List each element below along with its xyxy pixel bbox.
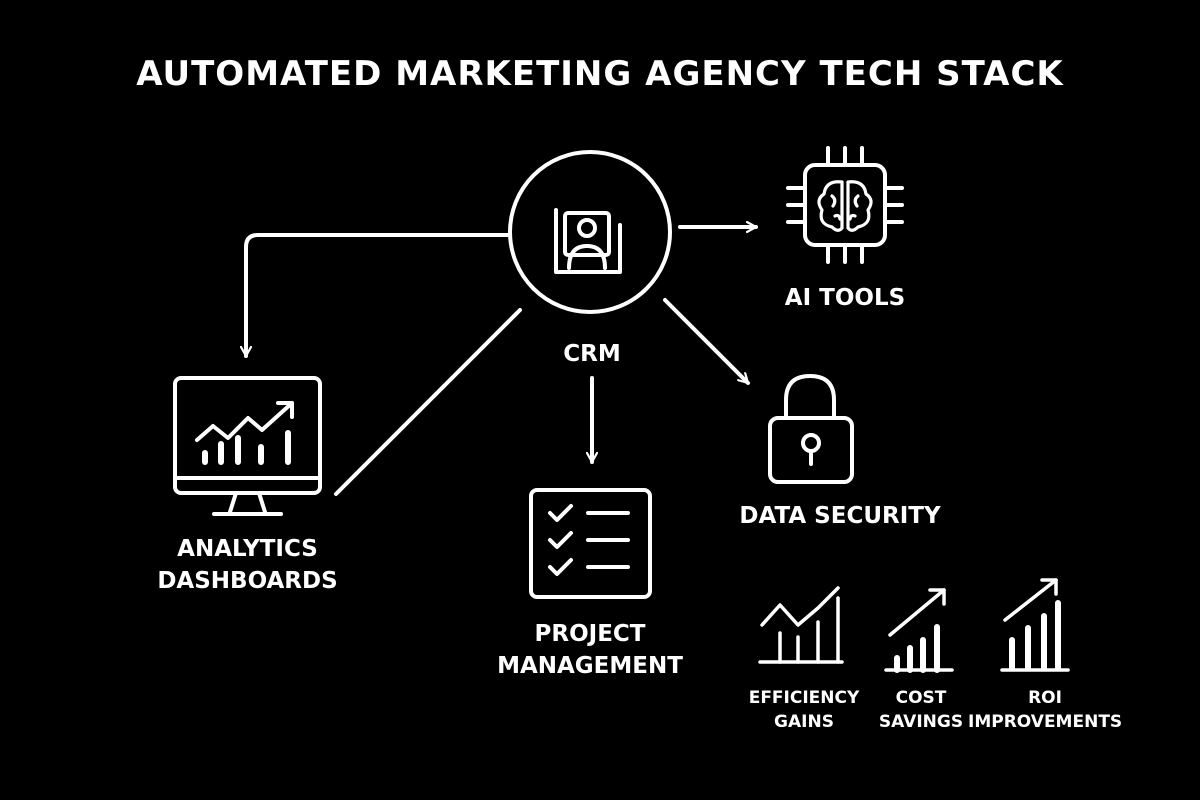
roi-chart-icon <box>1000 578 1070 672</box>
project-label-line-1: PROJECT <box>534 621 646 647</box>
analytics-dashboards-label: ANALYTICS DASHBOARDS <box>140 533 355 597</box>
cost-savings-label: COST SAVINGS <box>876 686 966 734</box>
analytics-label-line-2: DASHBOARDS <box>157 568 338 594</box>
arrow-crm-to-security <box>663 298 750 385</box>
project-label-line-2: MANAGEMENT <box>497 653 683 679</box>
monitor-chart-icon <box>173 376 322 516</box>
efficiency-trend-icon <box>758 586 844 664</box>
efficiency-gains-label: EFFICIENCY GAINS <box>740 686 868 734</box>
efficiency-label-line-2: GAINS <box>774 712 834 732</box>
padlock-icon <box>768 374 854 484</box>
crm-icon <box>508 150 672 314</box>
roi-label-line-2: IMPROVEMENTS <box>968 712 1123 732</box>
diagram-title: AUTOMATED MARKETING AGENCY TECH STACK <box>136 54 1064 94</box>
cost-label-line-1: COST <box>895 688 947 708</box>
line-crm-to-analytics-monitor <box>334 308 522 496</box>
brain-icon <box>817 180 873 232</box>
roi-label-line-1: ROI <box>1028 688 1062 708</box>
data-security-label: DATA SECURITY <box>739 503 941 529</box>
efficiency-label-line-1: EFFICIENCY <box>748 688 860 708</box>
ai-chip-icon <box>786 146 904 264</box>
cost-savings-icon <box>884 588 954 673</box>
crm-label: CRM <box>563 341 621 367</box>
ai-tools-label: AI TOOLS <box>784 285 906 311</box>
project-management-label: PROJECT MANAGEMENT <box>475 618 705 682</box>
roi-improvements-label: ROI IMPROVEMENTS <box>968 686 1122 734</box>
analytics-label-line-1: ANALYTICS <box>177 536 318 562</box>
checklist-icon <box>529 488 652 599</box>
cost-label-line-2: SAVINGS <box>878 712 964 732</box>
arrow-crm-to-analytics <box>246 233 510 358</box>
